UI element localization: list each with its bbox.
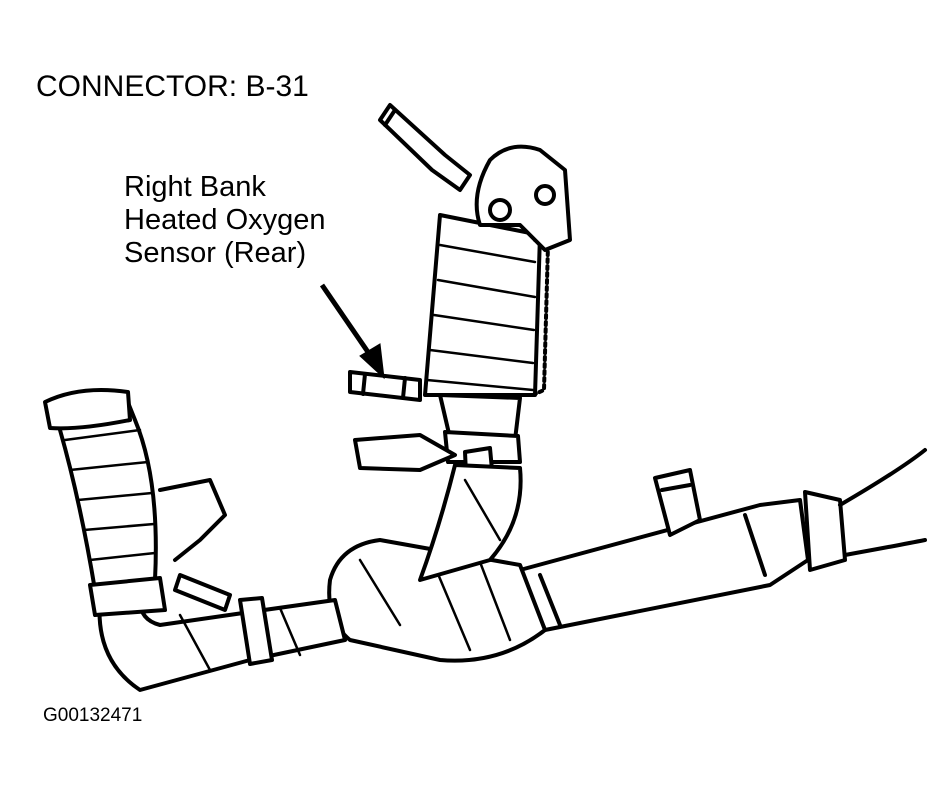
left-converter-flange	[43, 387, 132, 431]
right-manifold-flange	[474, 144, 572, 252]
right-down-pipe	[418, 463, 523, 582]
callout-arrow	[319, 283, 385, 380]
callout-line-1: Right Bank	[124, 171, 266, 203]
rear-pipe-flange	[803, 490, 847, 572]
callout-line-3: Sensor (Rear)	[124, 237, 307, 269]
right-catalytic-converter	[423, 213, 542, 397]
right-converter-bracket	[353, 433, 457, 472]
figure-id: G00132471	[43, 705, 143, 726]
rear-pipe-end	[838, 448, 927, 557]
y-pipe-flange	[238, 596, 274, 666]
left-converter-bracket	[158, 478, 227, 562]
callout-line-2: Heated Oxygen	[124, 204, 326, 236]
right-bank-front-o2-sensor	[378, 103, 472, 192]
connector-label: CONNECTOR: B-31	[36, 70, 309, 103]
right-bank-rear-o2-sensor	[348, 370, 422, 402]
sensor-callout: Right Bank Heated Oxygen Sensor (Rear)	[124, 171, 326, 270]
left-bank-o2-sensor	[173, 573, 232, 612]
pipe-hanger	[653, 468, 702, 537]
